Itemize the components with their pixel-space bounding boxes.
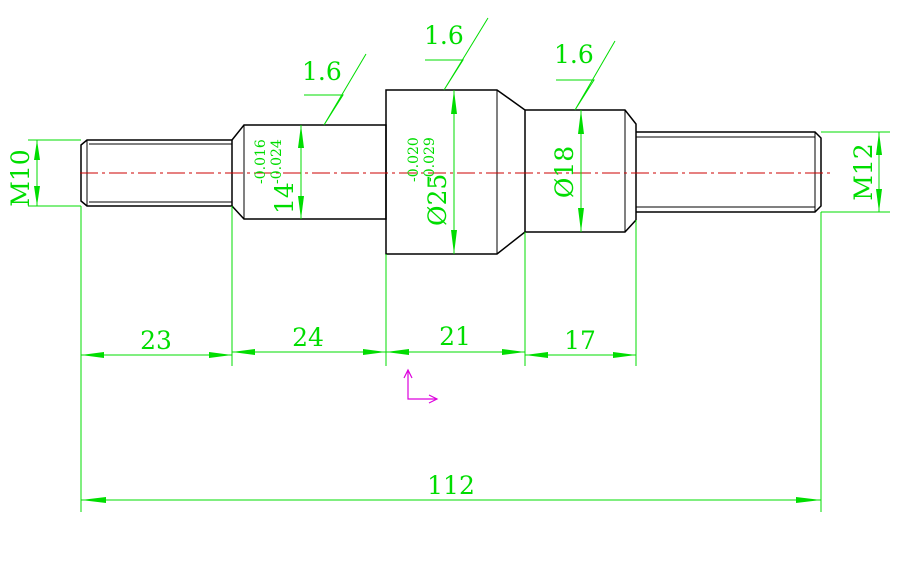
journal-diameter-label: 14 -0.016 -0.024 <box>253 139 299 214</box>
shaft-outline <box>80 89 822 255</box>
journal-tolerance-lower: -0.024 <box>269 139 285 184</box>
length-dimensions <box>81 349 821 503</box>
diameter-m12: M12 <box>849 143 878 200</box>
shoulder-section <box>525 109 637 233</box>
collar-tolerance-lower: -0.029 <box>422 137 438 182</box>
length-21: 21 <box>439 322 471 351</box>
roughness-symbol-collar: 1.6 <box>424 17 489 91</box>
collar-diameter-label: Ø25 -0.020 -0.029 <box>406 137 452 226</box>
roughness-value: 1.6 <box>424 21 464 50</box>
extension-lines <box>28 131 890 512</box>
length-24: 24 <box>292 323 324 352</box>
roughness-value: 1.6 <box>302 57 342 86</box>
length-17: 17 <box>564 326 596 355</box>
roughness-value: 1.6 <box>554 40 594 69</box>
diameter-m10: M10 <box>6 149 35 206</box>
journal-tolerance-upper: -0.016 <box>253 139 269 184</box>
length-112: 112 <box>427 471 475 500</box>
journal-diameter-base: 14 <box>270 182 299 214</box>
right-thread-section <box>636 131 822 213</box>
collar-diameter-base: Ø25 <box>423 174 452 226</box>
ucs-icon <box>403 368 439 404</box>
diameter-dimensions <box>34 90 882 254</box>
diameter-shoulder: Ø18 <box>550 146 579 198</box>
roughness-symbol-shoulder: 1.6 <box>554 40 616 111</box>
collar-tolerance-upper: -0.020 <box>406 137 422 182</box>
roughness-symbol-journal: 1.6 <box>302 53 367 126</box>
length-23: 23 <box>140 326 172 355</box>
